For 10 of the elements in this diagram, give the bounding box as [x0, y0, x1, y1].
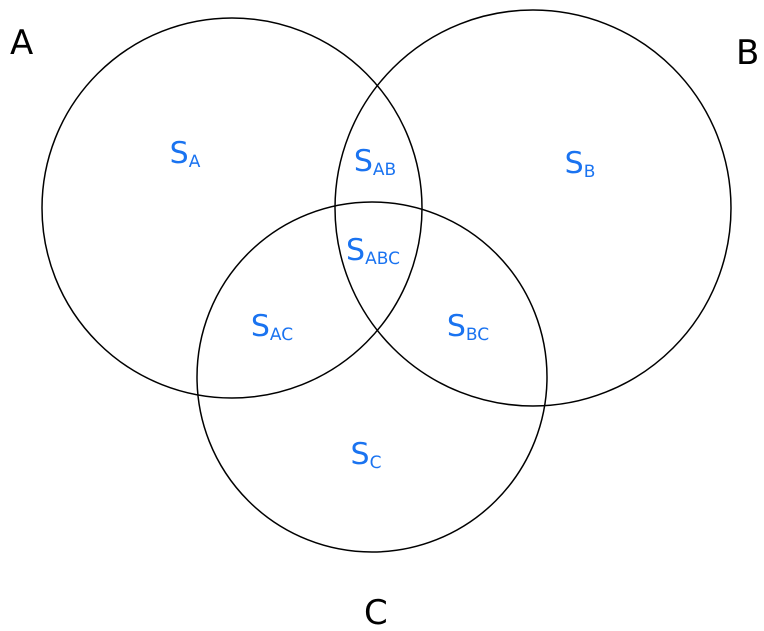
region-label: S$_{BC}$	[446, 312, 490, 344]
set-label: C	[364, 596, 388, 630]
region-label: S$_{ABC}$	[346, 236, 400, 268]
region-label: S$_{AC}$	[250, 312, 294, 344]
set-label: A	[10, 26, 34, 60]
region-label: S$_{C}$	[350, 440, 382, 472]
region-label: S$_{B}$	[564, 149, 596, 181]
set-label: B	[736, 36, 760, 70]
region-label: S$_{A}$	[170, 139, 200, 171]
region-label: S$_{AB}$	[354, 147, 396, 179]
